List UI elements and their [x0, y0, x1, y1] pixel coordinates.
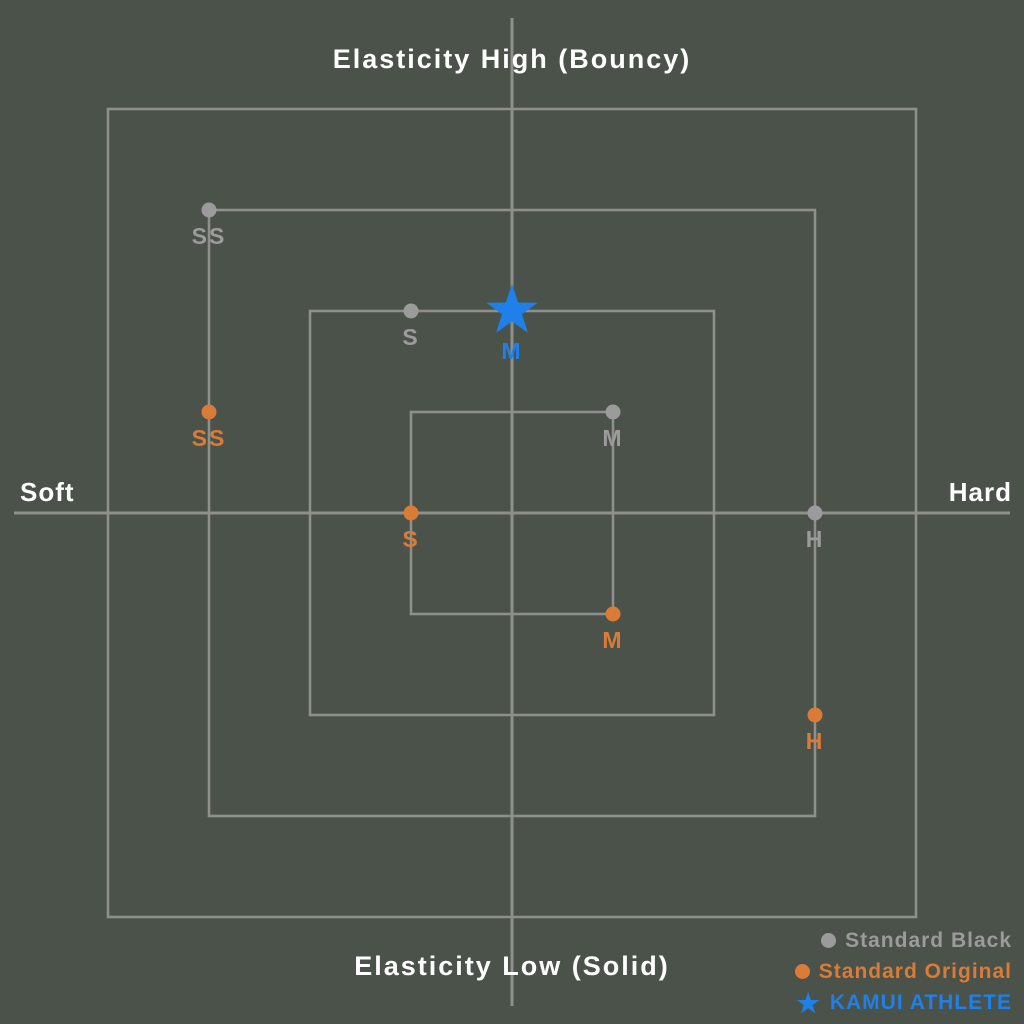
dot-icon-standard-black-m	[605, 404, 621, 420]
legend-item-kamui-athlete: ★ KAMUI ATHLETE	[797, 989, 1012, 1016]
axis-label-hard: Hard	[948, 477, 1012, 507]
dot-icon-standard-black-h	[807, 505, 823, 521]
point-label-standard-black-m: M	[602, 425, 623, 451]
legend-label: KAMUI ATHLETE	[829, 990, 1012, 1014]
point-label-kamui-athlete-m: M	[501, 338, 522, 364]
point-label-standard-black-s: S	[402, 324, 419, 350]
point-label-standard-black-ss: SS	[192, 223, 227, 249]
dot-icon-standard-original-m	[605, 606, 621, 622]
point-label-standard-original-ss: SS	[192, 425, 227, 451]
axis-label-soft: Soft	[20, 477, 75, 507]
legend-label: Standard Original	[818, 959, 1012, 983]
dot-icon-standard-black-s	[403, 303, 419, 319]
star-icon: ★	[796, 987, 821, 1018]
legend-label: Standard Black	[845, 928, 1012, 952]
point-label-standard-black-h: H	[806, 526, 825, 552]
legend-item-standard-original: Standard Original	[794, 958, 1012, 985]
point-label-standard-original-h: H	[806, 728, 825, 754]
dot-icon	[794, 964, 810, 979]
star-icon-kamui-athlete-m	[486, 284, 538, 333]
legend-item-standard-black: Standard Black	[821, 927, 1012, 954]
dot-icon-standard-original-ss	[201, 404, 217, 420]
point-label-standard-original-m: M	[602, 627, 623, 653]
dot-icon-standard-original-h	[807, 707, 823, 723]
axis-label-elasticity-low: Elasticity Low (Solid)	[354, 951, 670, 981]
axis-label-elasticity-high: Elasticity High (Bouncy)	[332, 44, 692, 74]
dot-icon-standard-original-s	[403, 505, 419, 521]
dot-icon-standard-black-ss	[201, 202, 217, 218]
dot-icon	[821, 933, 837, 948]
point-label-standard-original-s: S	[402, 526, 419, 552]
